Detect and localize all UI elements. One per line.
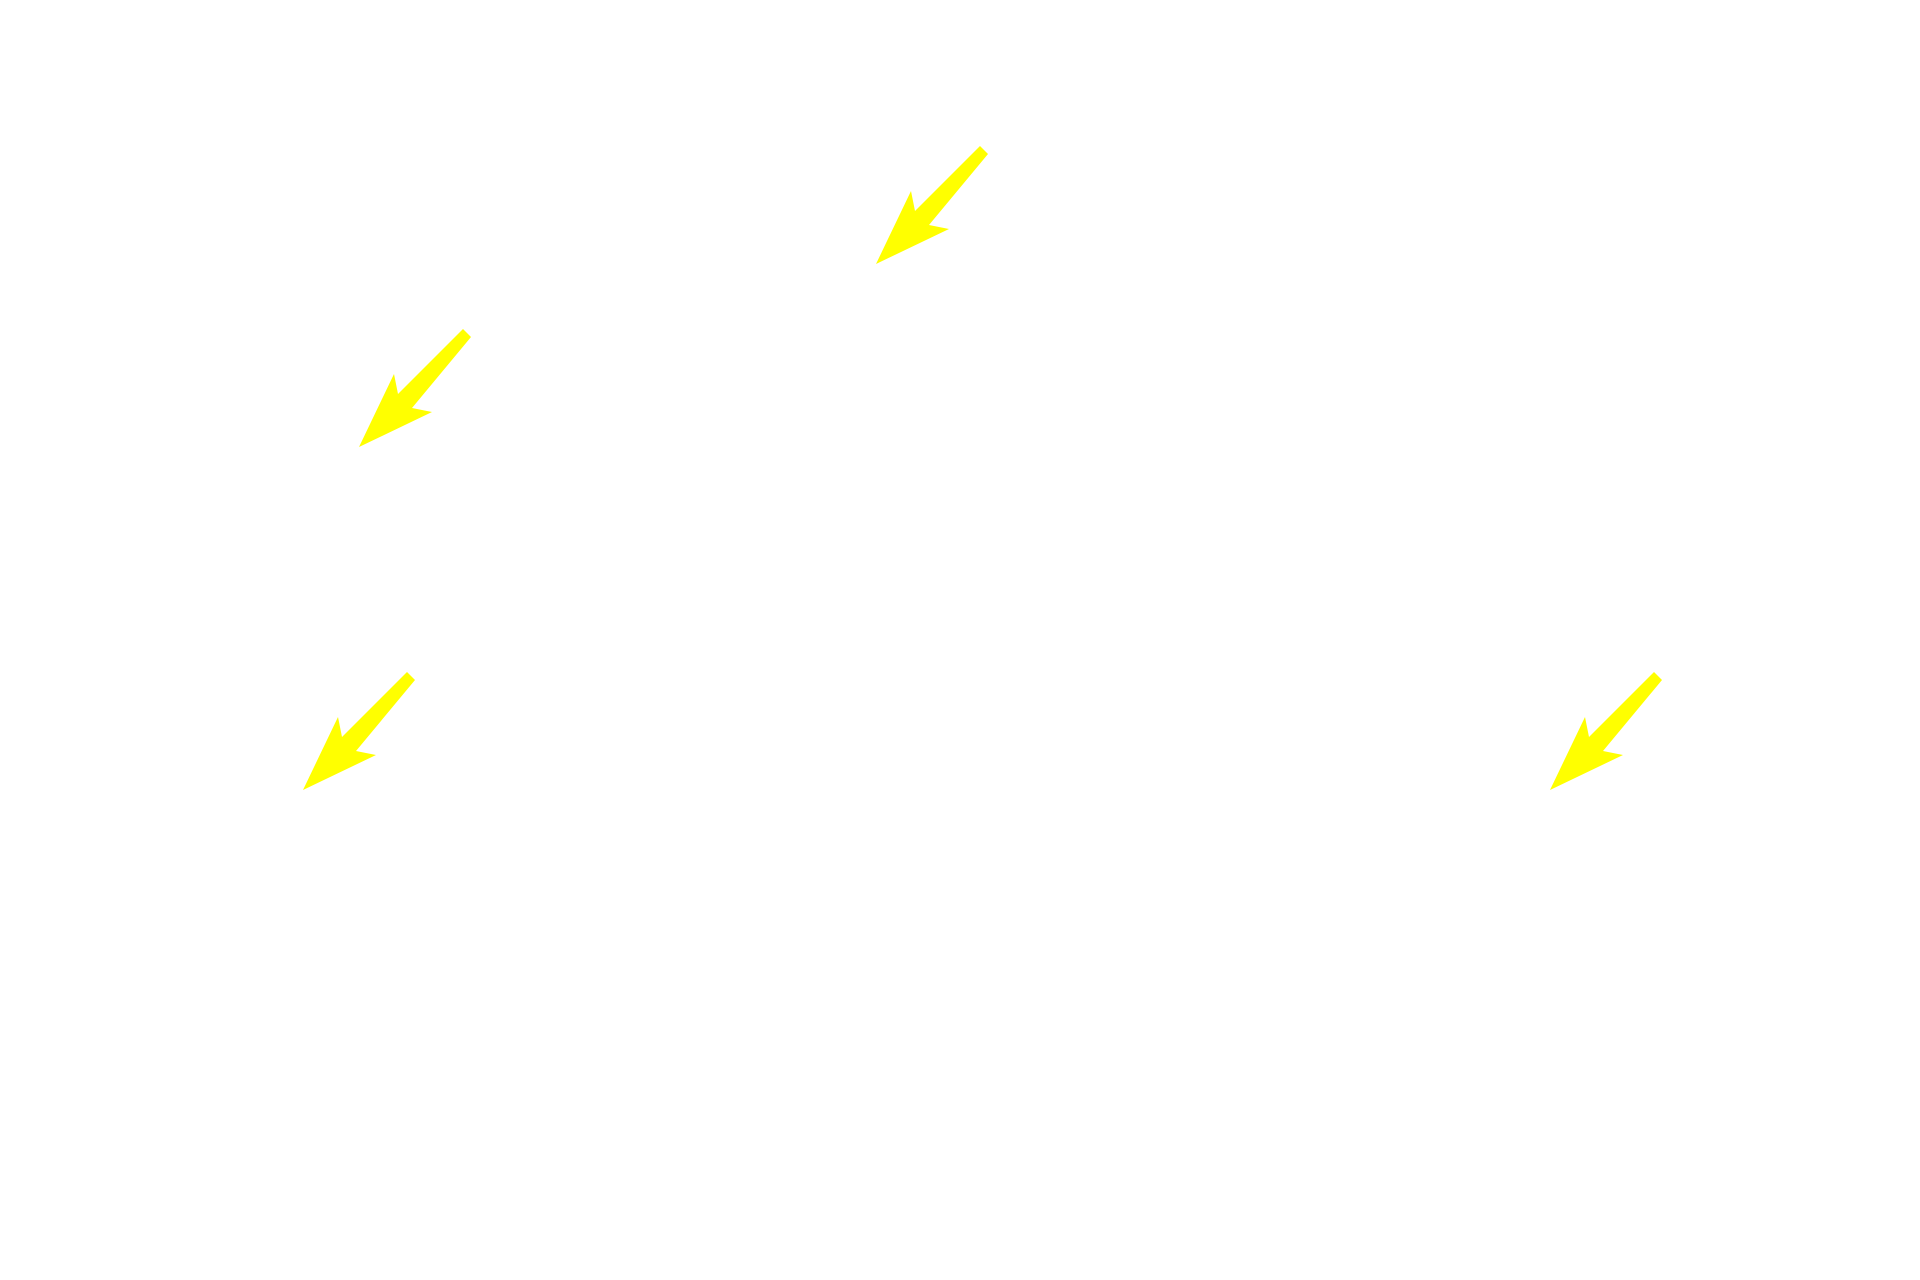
arrow-down-left-icon <box>876 146 988 264</box>
arrow-down-left-icon <box>1550 672 1662 790</box>
arrow-down-left-icon <box>303 672 415 790</box>
arrow-down-left-icon <box>359 329 471 447</box>
